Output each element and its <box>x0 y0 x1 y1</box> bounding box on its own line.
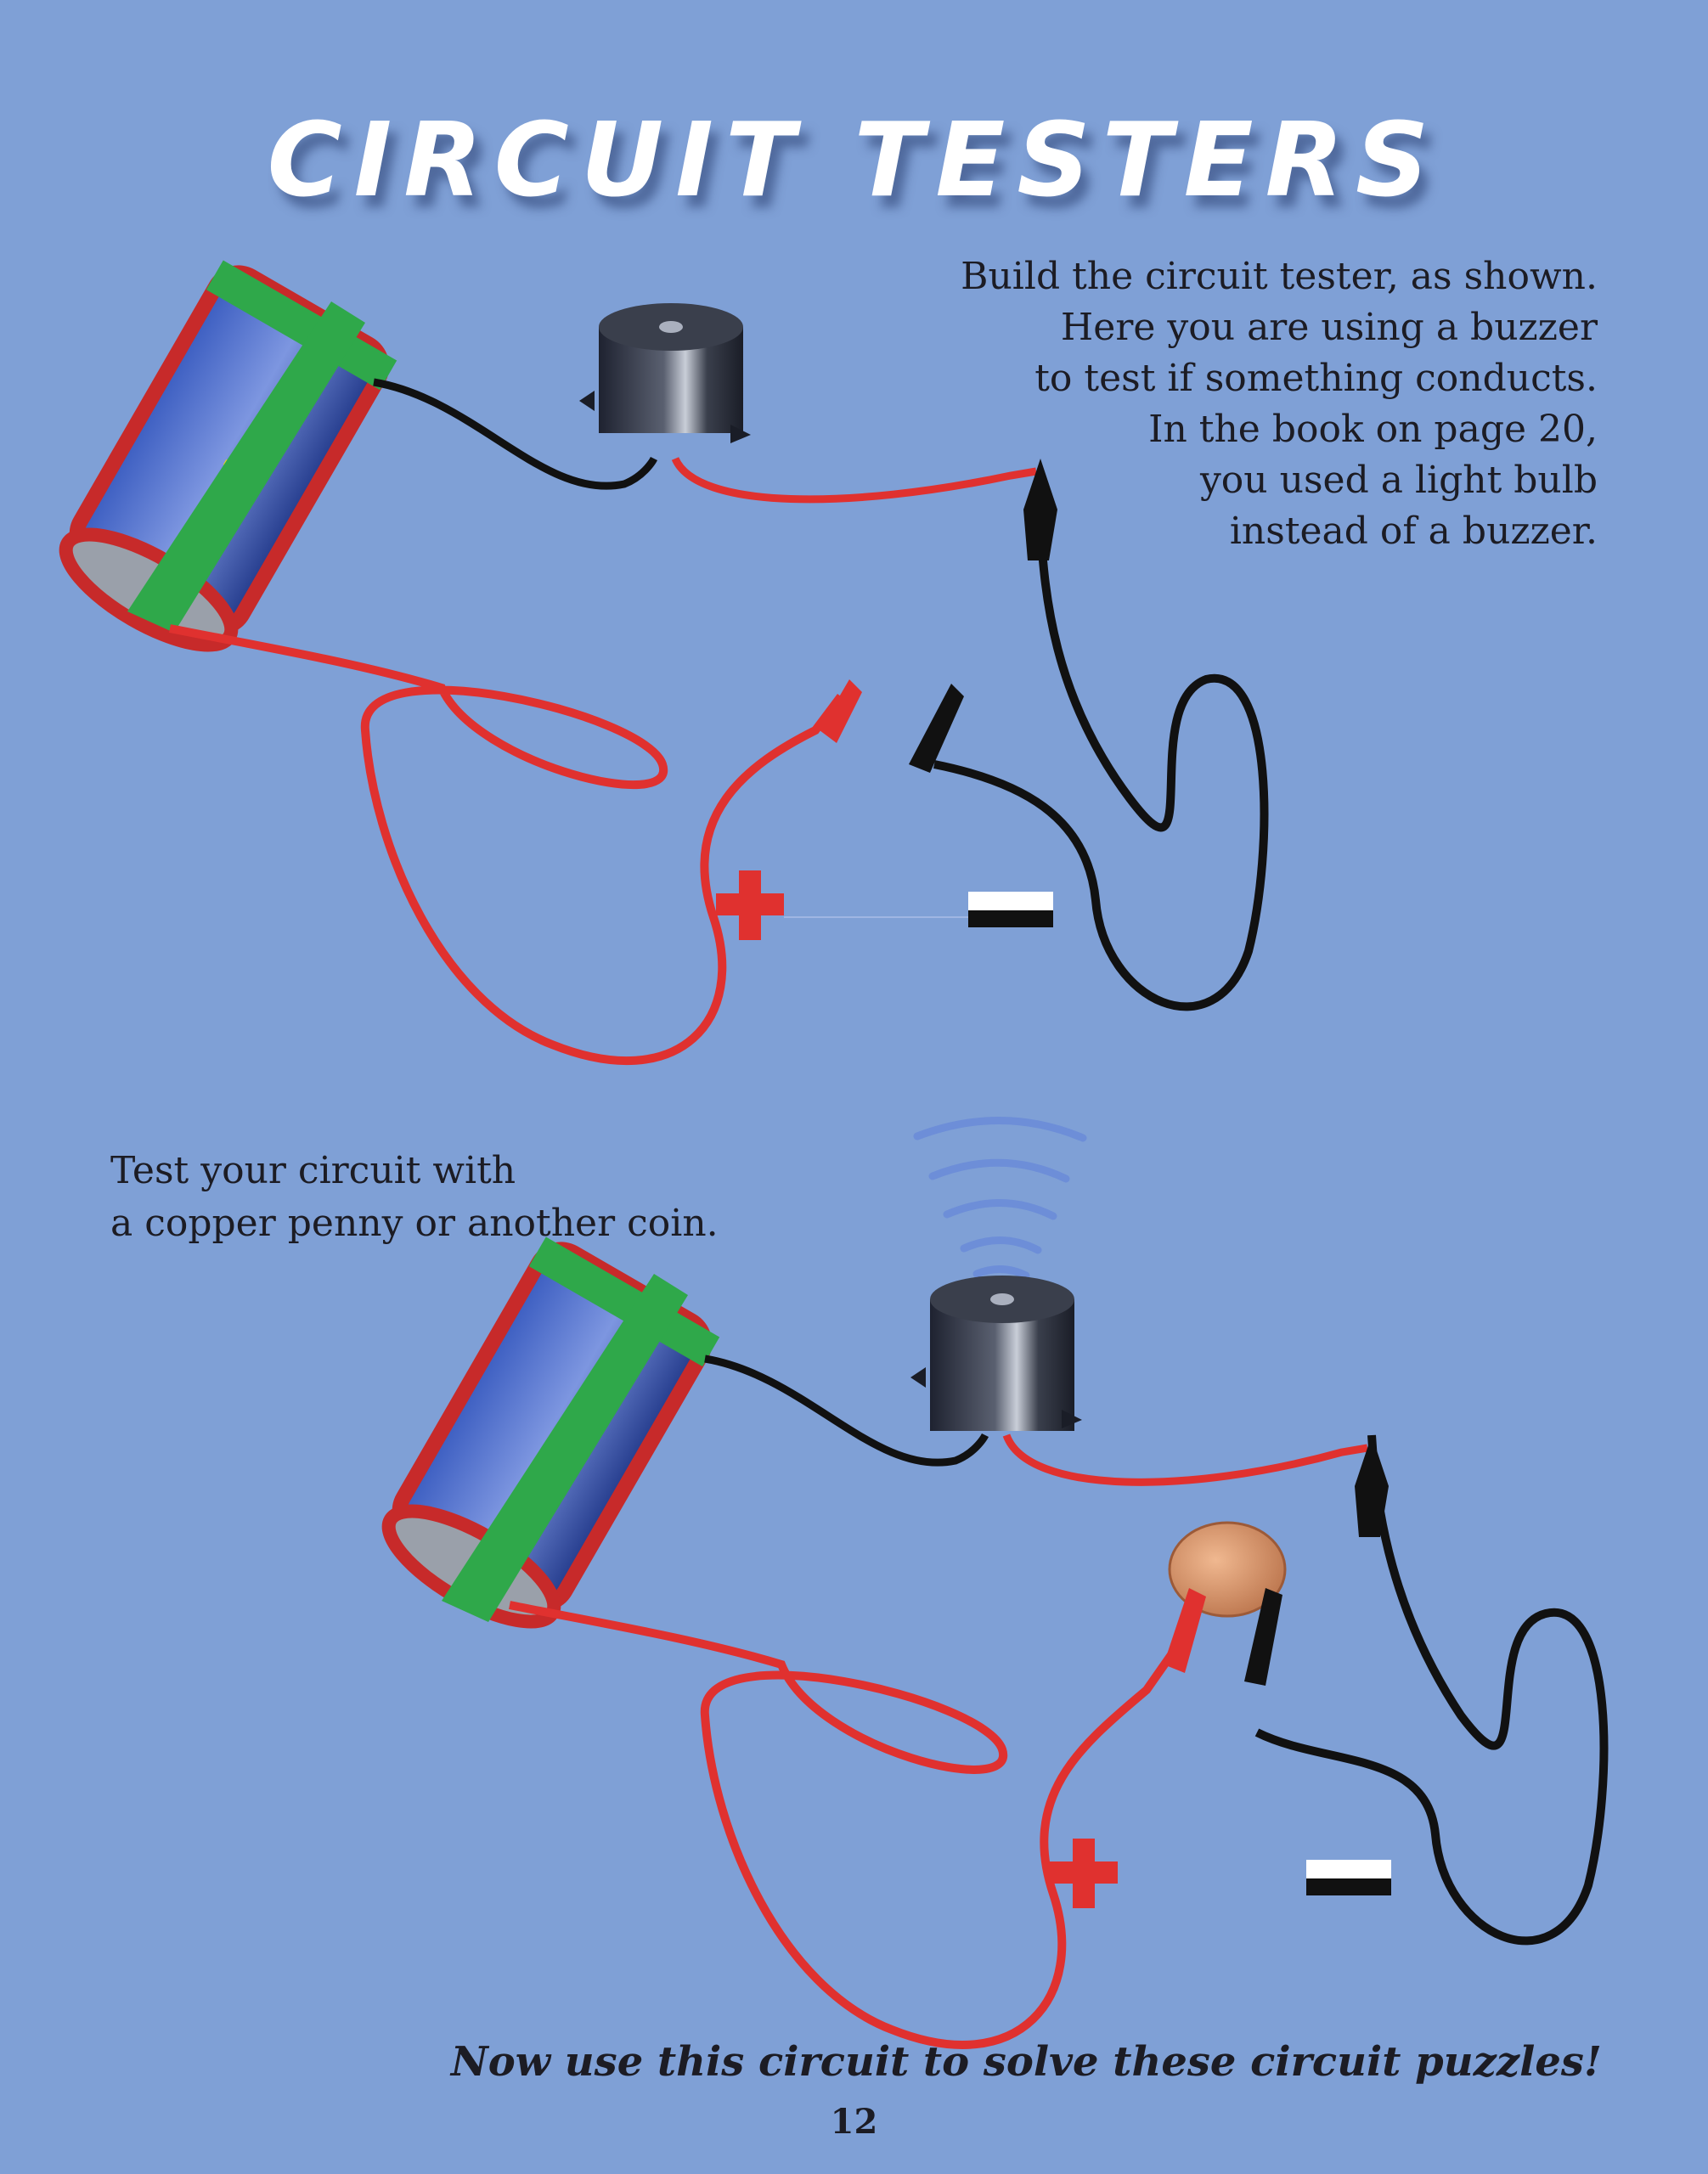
red-clip-icon <box>820 679 862 743</box>
black-wire <box>1254 1434 1609 1946</box>
plus-terminal-icon <box>1050 1839 1118 1908</box>
test-line: Test your circuit with <box>110 1149 516 1192</box>
bottom-circuit: + <box>381 1117 1609 2049</box>
red-wire <box>671 456 1037 504</box>
battery-strap <box>127 301 365 633</box>
sound-waves-icon <box>913 1117 1087 1280</box>
black-clip-icon <box>1023 459 1057 560</box>
black-clip-icon <box>1244 1588 1282 1686</box>
black-clip-icon <box>909 684 964 773</box>
top-circuit: + <box>59 260 1269 1065</box>
intro-line: you used a light bulb <box>1199 459 1598 502</box>
black-clip-icon <box>1355 1435 1389 1537</box>
red-clip-icon <box>1164 1588 1206 1673</box>
black-wire <box>704 1355 989 1467</box>
red-wire <box>509 1601 1181 2049</box>
page-title: CIRCUIT TESTERS <box>267 102 1441 220</box>
minus-terminal-icon <box>968 892 1053 927</box>
black-wire <box>933 526 1269 1011</box>
intro-line: to test if something conducts. <box>1034 357 1598 400</box>
test-instructions: Test your circuit with a copper penny or… <box>110 1145 875 1250</box>
black-wire <box>373 378 658 490</box>
intro-line: In the book on page 20, <box>1148 408 1598 451</box>
red-wire <box>1002 1433 1368 1486</box>
footer-callout: Now use this circuit to solve these circ… <box>450 2038 1602 2086</box>
buzzer-icon <box>910 1276 1082 1431</box>
battery-strap <box>442 1274 688 1622</box>
plus-terminal-icon <box>716 870 784 940</box>
buzzer-icon <box>579 303 751 443</box>
intro-line: Build the circuit tester, as shown. <box>961 255 1598 298</box>
page-number: 12 <box>830 2102 878 2142</box>
red-wire <box>169 624 844 1065</box>
intro-line: Here you are using a buzzer <box>1060 306 1598 349</box>
test-line: a copper penny or another coin. <box>110 1202 719 1245</box>
intro-paragraph: Build the circuit tester, as shown. Here… <box>748 251 1598 557</box>
intro-line: instead of a buzzer. <box>1229 510 1598 553</box>
minus-terminal-icon <box>1306 1860 1391 1895</box>
